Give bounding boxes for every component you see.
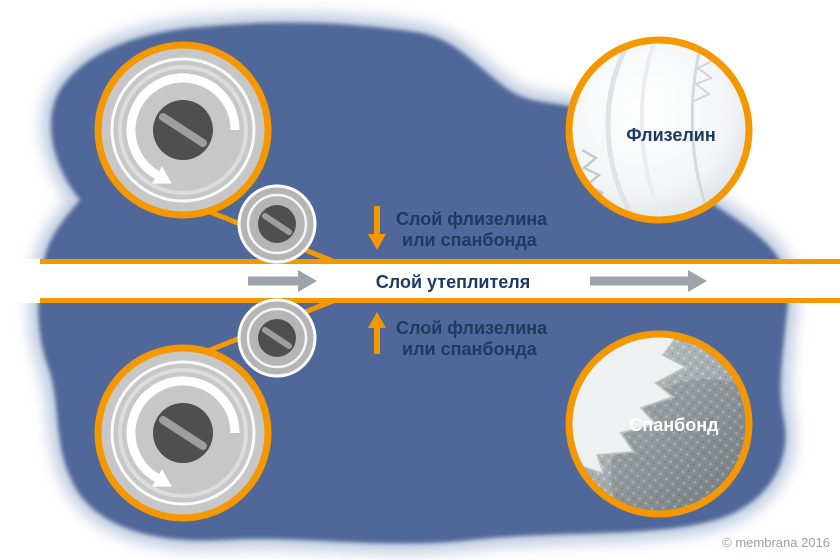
band-label: Слой утеплителя xyxy=(376,272,530,292)
inset-photo-spunbond: Спанбонд xyxy=(565,330,753,518)
inset-fliselin-label: Флизелин xyxy=(626,125,716,145)
bottom-layer-label-line1: Слой флизелина xyxy=(396,318,548,338)
inset-photo-fliselin: Флизелин xyxy=(565,36,753,224)
flow-arrow-left-icon xyxy=(248,270,317,292)
bottom-layer-label-line2: или спанбонда xyxy=(402,339,538,359)
roller-large-top xyxy=(98,45,268,215)
up-arrow-icon xyxy=(368,312,386,354)
label-bottom-layer: Слой флизелина или спанбонда xyxy=(368,312,548,359)
spunbond-texture xyxy=(569,334,749,514)
fliselin-texture xyxy=(569,40,749,220)
flow-arrow-right-icon xyxy=(590,270,707,292)
top-layer-label-line1: Слой флизелина xyxy=(396,209,548,229)
fliselin-ring xyxy=(565,36,753,224)
inset-spunbond-label: Спанбонд xyxy=(629,415,719,435)
label-top-layer: Слой флизелина или спанбонда xyxy=(368,206,548,250)
spunbond-ring xyxy=(565,330,753,518)
watermark: © membrana 2016 xyxy=(722,535,830,550)
roller-small-bottom xyxy=(239,300,315,376)
roller-small-top xyxy=(239,186,315,262)
roller-large-bottom xyxy=(98,348,268,518)
down-arrow-icon xyxy=(368,206,386,250)
top-layer-label-line2: или спанбонда xyxy=(402,230,538,250)
